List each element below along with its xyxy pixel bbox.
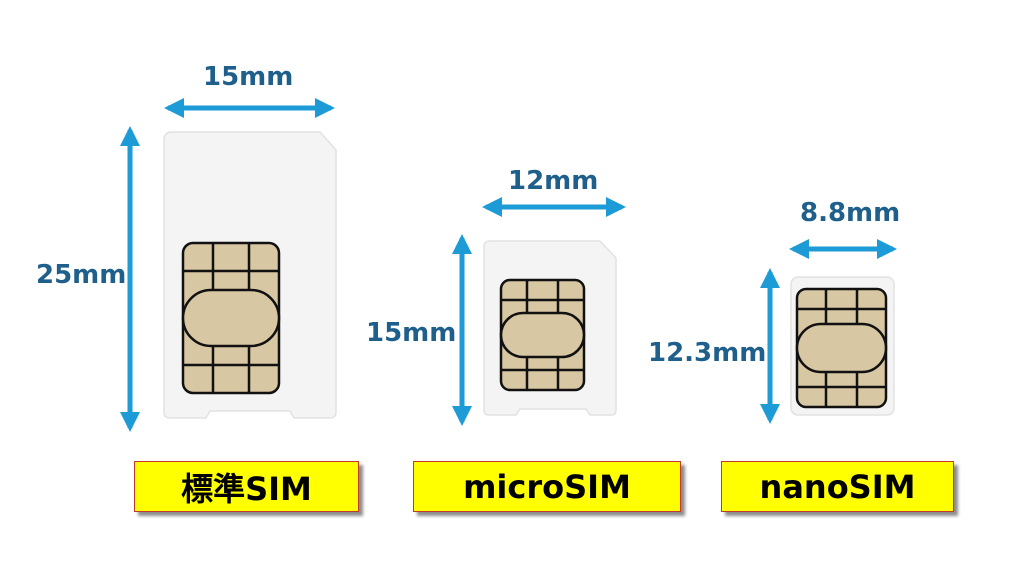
- standard-width-label: 15mm: [203, 62, 294, 92]
- nano-width-label: 8.8mm: [800, 198, 901, 228]
- micro-sim-card: [483, 240, 617, 416]
- standard-height-label: 25mm: [36, 260, 127, 290]
- standard-sim-name-label: 標準SIM: [134, 461, 359, 512]
- nano-height-label: 12.3mm: [648, 338, 767, 368]
- nano-sim-name-label: nanoSIM: [721, 461, 954, 512]
- nano-sim-card: [790, 276, 895, 416]
- standard-sim-chip: [181, 241, 281, 395]
- nano-sim-chip: [795, 287, 888, 409]
- standard-sim-card: [163, 131, 337, 419]
- micro-sim-chip: [499, 278, 586, 392]
- micro-sim-name-label: microSIM: [413, 461, 681, 512]
- micro-width-label: 12mm: [508, 166, 599, 196]
- micro-height-label: 15mm: [366, 318, 457, 348]
